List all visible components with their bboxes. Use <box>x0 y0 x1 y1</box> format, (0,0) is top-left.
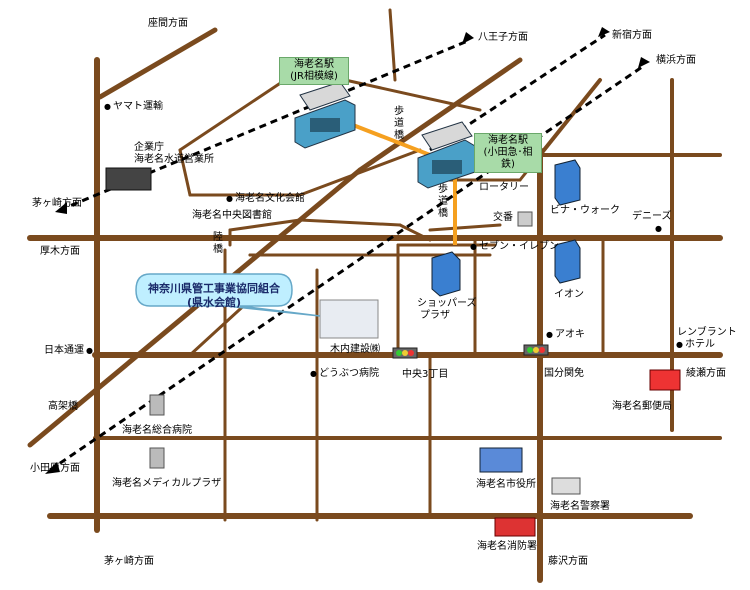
odakyu-station-line: (小田急･相鉄) <box>483 147 533 170</box>
direction-odawara: 小田原方面 <box>30 463 80 474</box>
direction-fujisawa: 藤沢方面 <box>548 556 588 567</box>
overpass-label: 陸 橋 <box>212 232 224 256</box>
place-seven-eleven: セブン・イレブン <box>470 241 559 253</box>
place-water-office: 海老名水道営業所 <box>134 154 214 165</box>
odakyu-station-icon <box>417 121 476 189</box>
place-shoppers-2: プラザ <box>420 310 450 321</box>
jr-station-icon <box>294 81 356 149</box>
walkway-char: 道 <box>438 196 448 207</box>
walkway-label-1: 歩 道 橋 <box>393 106 405 142</box>
place-city-hall: 海老名市役所 <box>476 479 536 490</box>
place-chuo3: 中央3丁目 <box>402 369 449 380</box>
walkway-char: 道 <box>394 118 404 129</box>
callout-line1: 神奈川県管工事業協同組合 <box>148 282 280 295</box>
place-medical-plaza: 海老名メディカルプラザ <box>112 478 222 489</box>
walkway-label-2: 歩 道 橋 <box>437 184 449 220</box>
rail-arrows <box>45 27 650 474</box>
place-zoo-hospital: どうぶつ病院 <box>310 368 379 380</box>
place-water-company: 企業庁 <box>134 142 164 153</box>
place-rotary: ロータリー <box>479 182 529 193</box>
jr-station-line: (JR相模線) <box>290 71 338 82</box>
place-kiuchi: 木内建設㈱ <box>330 344 380 355</box>
place-yamato: ヤマト運輸 <box>104 101 163 113</box>
walkway-char: 歩 <box>438 184 448 195</box>
jr-station-label: 海老名駅 (JR相模線) <box>279 57 349 85</box>
place-dennys-dot <box>655 223 664 235</box>
direction-hachioji: 八王子方面 <box>478 32 528 43</box>
odakyu-station-name: 海老名駅 <box>488 135 528 146</box>
place-general-hospital: 海老名総合病院 <box>122 425 192 436</box>
place-nihon-dori: 日本通運 <box>44 345 84 356</box>
place-dennys: デニーズ <box>632 211 672 222</box>
place-rembrandt-2: ホテル <box>676 339 715 351</box>
callout-line2: (県水会館) <box>186 296 242 309</box>
building-icons <box>105 159 681 537</box>
overpass-char: 橋 <box>213 244 223 255</box>
walkway-char: 橋 <box>394 130 404 141</box>
direction-zama: 座間方面 <box>148 18 188 29</box>
place-nihon-dot <box>86 345 95 357</box>
place-kokubun: 国分関免 <box>544 368 584 379</box>
place-vina-walk: ビナ・ウォーク <box>550 205 620 216</box>
place-police: 海老名警察署 <box>550 501 610 512</box>
direction-yokohama: 横浜方面 <box>656 55 696 66</box>
walkway-char: 歩 <box>394 106 404 117</box>
place-elevated-bridge: 高架橋 <box>48 401 78 412</box>
place-post-office: 海老名郵便局 <box>612 401 672 412</box>
place-library: 海老名中央図書館 <box>192 210 272 221</box>
direction-shinjuku: 新宿方面 <box>612 30 652 41</box>
odakyu-station-label: 海老名駅 (小田急･相鉄) <box>474 133 542 173</box>
place-koban: 交番 <box>493 212 513 223</box>
walkway-char: 橋 <box>438 208 448 219</box>
callout-bubble <box>135 273 321 317</box>
place-fire-station: 海老名消防署 <box>477 541 537 552</box>
callout-text: 神奈川県管工事業協同組合 (県水会館) <box>134 282 294 310</box>
place-shoppers-1: ショッパーズ <box>417 298 477 309</box>
overpass-char: 陸 <box>213 232 223 243</box>
direction-chigasaki-west: 茅ヶ崎方面 <box>32 198 82 209</box>
direction-chigasaki-south: 茅ヶ崎方面 <box>104 556 154 567</box>
direction-atsugi: 厚木方面 <box>40 246 80 257</box>
direction-ayase: 綾瀬方面 <box>686 368 726 379</box>
place-aoki: アオキ <box>546 329 585 341</box>
place-aeon: イオン <box>554 289 584 300</box>
traffic-lights <box>392 344 549 359</box>
place-culture-hall: 海老名文化会館 <box>226 193 305 205</box>
place-rembrandt-1: レンブラント <box>677 327 737 338</box>
jr-station-name: 海老名駅 <box>294 59 334 70</box>
